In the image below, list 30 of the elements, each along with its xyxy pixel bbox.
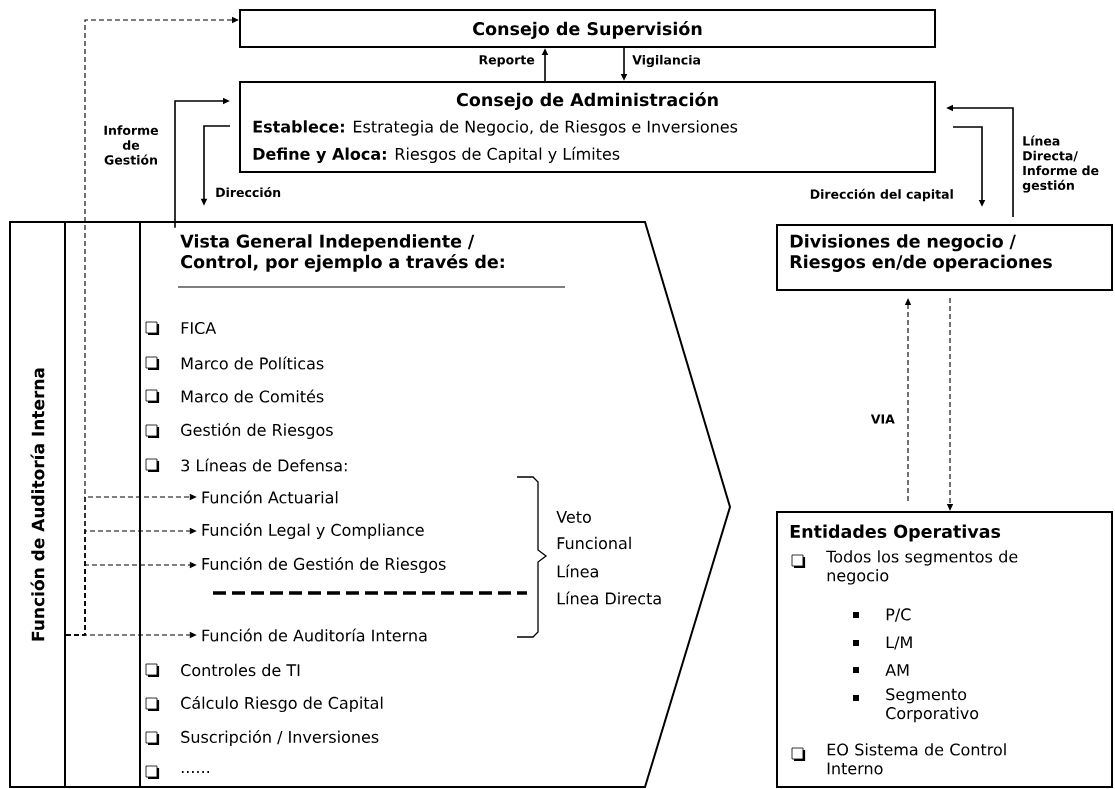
list-item: Cálculo Riesgo de Capital (181, 695, 383, 713)
list-item: Marco de Comités (181, 389, 324, 403)
bracket-label: Línea (557, 564, 598, 578)
function-label: Función de Auditoría Interna (202, 628, 427, 642)
bracket-label: Funcional (557, 536, 631, 550)
edge-label: Vigilancia (631, 53, 702, 69)
board-box: Consejo de Administración Establece: Estrategia de Negocio, de Riesgos e Inversiones Define y Aloca: Riesgos de Capital y Límites (239, 81, 936, 173)
edge-label: VIA (869, 413, 896, 425)
list-item: Suscripción / Inversiones (181, 729, 379, 747)
list-item: Gestión de Riesgos (181, 422, 333, 440)
list-item: Marco de Políticas (181, 356, 324, 370)
list-item: 3 Líneas de Defensa: (181, 458, 347, 472)
side-band: Función de Auditoría Interna (9, 221, 66, 788)
edge-label: Reporte (477, 54, 536, 68)
edge-label: Línea Directa/ Informe de gestión (1021, 134, 1106, 194)
list-item: ...... (181, 771, 209, 773)
edge-label: Dirección del capital (808, 187, 955, 203)
function-label: Función de Gestión de Riesgos (202, 556, 446, 574)
function-label: Función Actuarial (202, 490, 338, 504)
edge-label: Dirección (214, 185, 283, 199)
function-label: Función Legal y Compliance (202, 522, 424, 540)
list-item: FICA (181, 321, 217, 335)
entity-box: Entidades Operativas Todos los segmentos de negocio P/C L/M AM Segmento Corporativo EO Sistema de Control Interno (776, 511, 1113, 788)
panel-heading: Vista General Independiente / Control, por ejemplo a través de: (177, 234, 566, 288)
bracket-label: Veto (556, 511, 591, 523)
list-item: Controles de TI (181, 663, 300, 677)
division-box: Divisiones de negocio / Riesgos en/de operaciones (776, 224, 1113, 291)
edge-label: Informe de Gestión (100, 124, 162, 166)
bracket-label: Línea Directa (557, 591, 661, 605)
board-box: Consejo de Supervisión (239, 9, 936, 48)
